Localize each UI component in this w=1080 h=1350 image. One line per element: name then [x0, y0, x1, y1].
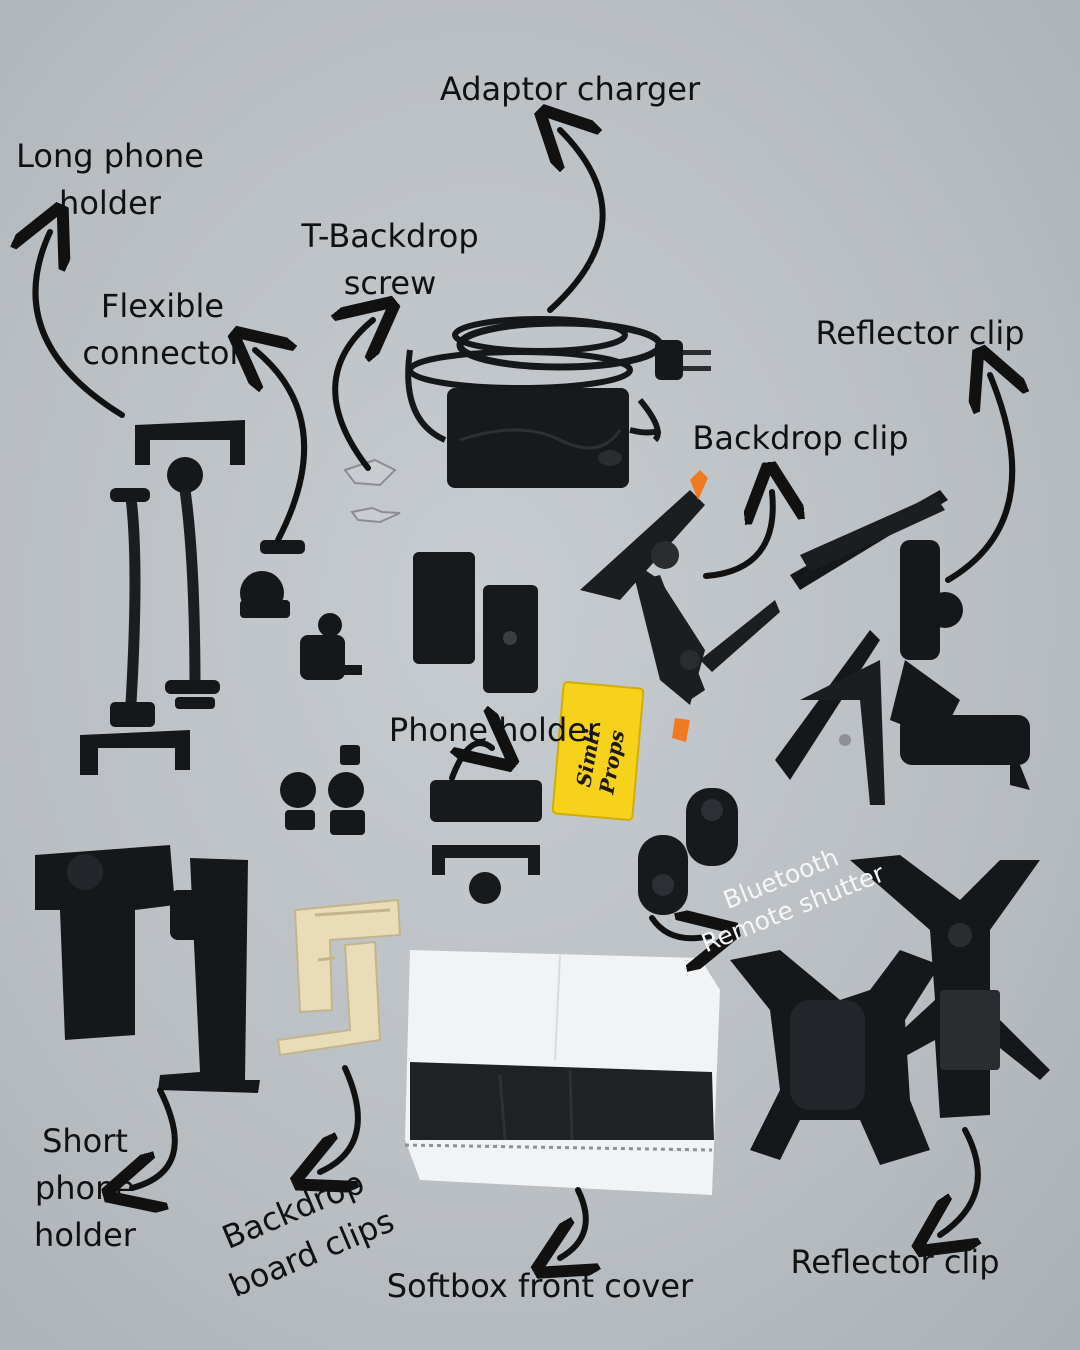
arrow-backdrop-clip — [703, 492, 773, 579]
short-phone-holder-photo — [35, 845, 260, 1093]
arrow-phone-holder — [449, 743, 492, 781]
arrow-backdrop-board-clips — [320, 1065, 361, 1172]
label-t-backdrop-screw: T-Backdrop screw — [301, 217, 479, 302]
label-softbox-front-cover: Softbox front cover — [386, 1267, 694, 1305]
arrow-t-backdrop-screw — [335, 320, 373, 471]
label-reflector-clip-top: Reflector clip — [815, 314, 1025, 352]
label-reflector-clip-bottom: Reflector clip — [790, 1243, 1000, 1281]
arrow-long-phone-holder — [35, 232, 125, 418]
phone-holder-photo — [413, 552, 542, 904]
label-long-phone-holder: Long phone holder — [16, 137, 204, 222]
t-backdrop-screw-photo — [343, 458, 401, 524]
label-flexible-connector: Flexible connector — [82, 287, 243, 372]
reflector-clip-bottom-photo — [730, 855, 1050, 1165]
arrow-flexible-connector — [255, 350, 308, 543]
arrow-adaptor-charger — [550, 130, 606, 313]
arrow-reflector-clip-top — [945, 375, 1012, 583]
backdrop-board-clips-photo — [276, 898, 402, 1057]
long-phone-holder-photo — [80, 420, 245, 775]
brand-card-photo — [551, 681, 645, 821]
arrow-reflector-clip-bottom — [940, 1127, 978, 1235]
label-phone-holder: Phone holder — [388, 711, 601, 749]
arrow-bluetooth-remote — [649, 918, 710, 938]
backdrop-clip-photo — [580, 470, 780, 742]
adaptor-charger-photo — [405, 316, 711, 488]
label-backdrop-clip: Backdrop clip — [692, 419, 909, 457]
flexible-connector-photo — [240, 540, 365, 835]
arrow-short-phone-holder — [132, 1087, 178, 1188]
label-short-phone-holder: Short phone holder — [34, 1122, 136, 1254]
reflector-clip-top-photo — [775, 490, 1030, 805]
softbox-front-cover-photo — [404, 950, 720, 1195]
arrow-softbox-front-cover — [560, 1187, 586, 1258]
bluetooth-remote-photo — [638, 788, 738, 915]
label-adaptor-charger: Adaptor charger — [439, 70, 701, 108]
